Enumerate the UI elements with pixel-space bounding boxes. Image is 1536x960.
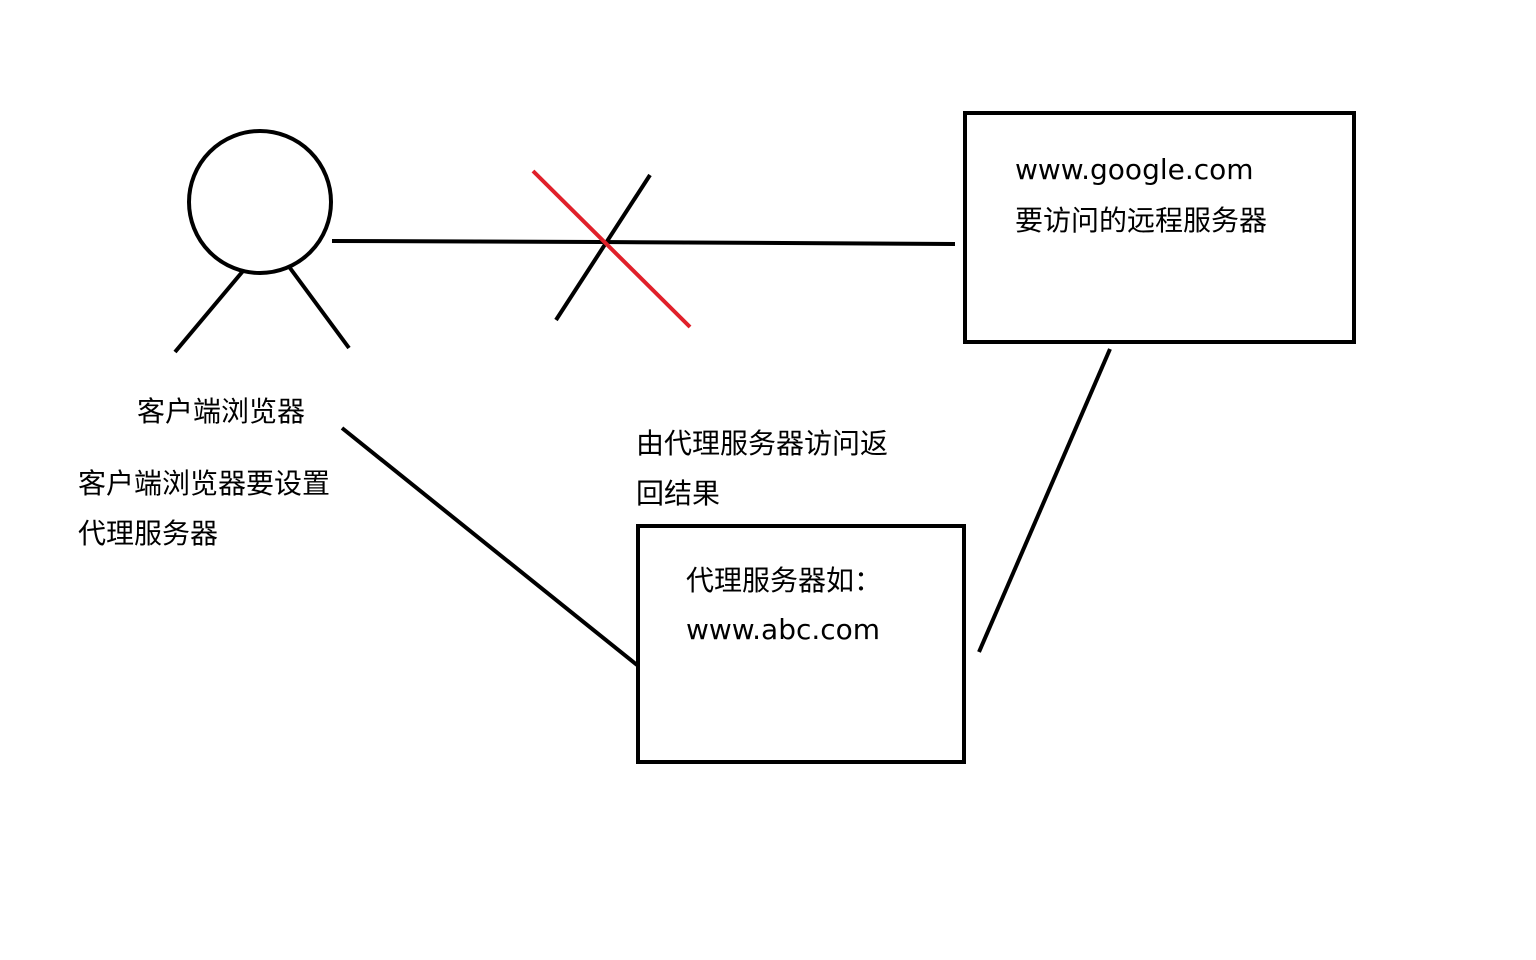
cross-red-stroke xyxy=(531,169,692,329)
client-note-line1: 客户端浏览器要设置 xyxy=(78,467,331,500)
client-note-line2: 代理服务器 xyxy=(78,517,219,550)
proxy-note-line2: 回结果 xyxy=(636,477,721,510)
proxy-to-remote-line xyxy=(977,348,1112,653)
client-right-leg xyxy=(288,266,351,350)
client-left-leg xyxy=(173,269,245,354)
blocked-cross-mark xyxy=(531,169,692,329)
client-label: 客户端浏览器 xyxy=(137,395,306,428)
cross-black-stroke xyxy=(554,173,652,322)
client-to-proxy-line xyxy=(340,426,639,667)
remote-server-description: 要访问的远程服务器 xyxy=(1015,204,1268,237)
proxy-server-box xyxy=(636,524,966,764)
proxy-server-url: www.abc.com xyxy=(686,613,881,646)
proxy-note-line1: 由代理服务器访问返 xyxy=(636,427,889,460)
client-head xyxy=(187,129,333,275)
direct-connection-line xyxy=(331,239,956,246)
proxy-server-title: 代理服务器如： xyxy=(686,564,883,597)
client-figure xyxy=(173,129,351,354)
remote-server-box xyxy=(963,111,1356,344)
remote-server-url: www.google.com xyxy=(1015,153,1254,186)
